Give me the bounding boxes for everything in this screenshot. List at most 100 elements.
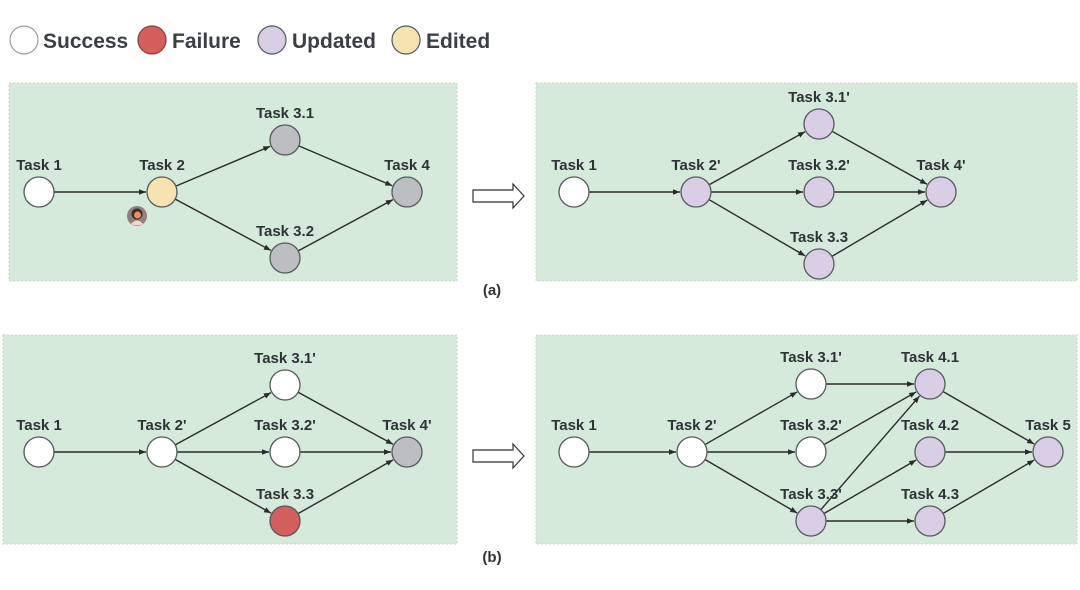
task-node-t1[interactable]: Task 1 [551,157,597,208]
task-node-t1[interactable]: Task 1 [16,417,62,468]
legend-swatch-success [9,25,39,55]
task-node-label: Task 3.3' [780,486,842,503]
task-node-circle-success[interactable] [795,436,827,468]
panel-a-after [535,82,1078,282]
task-node-t32[interactable]: Task 3.2 [256,223,314,274]
task-node-circle-updated[interactable] [1032,436,1064,468]
task-node-circle-success[interactable] [558,176,590,208]
panel-a-before [8,82,458,282]
task-node-circle-success[interactable] [676,436,708,468]
task-node-label: Task 1 [16,417,62,434]
legend-label-edited: Edited [426,30,490,53]
task-node-label: Task 1 [551,417,597,434]
task-node-t4[interactable]: Task 4' [916,157,966,208]
edge-t41-to-t5 [942,390,1035,445]
task-node-t2[interactable]: Task 2 [139,157,185,208]
edge-t33-to-t4 [831,199,928,257]
task-node-circle-updated[interactable] [914,368,946,400]
task-node-label: Task 3.3 [256,486,314,503]
task-node-label: Task 4.1 [901,349,959,366]
task-node-t42[interactable]: Task 4.2 [901,417,959,468]
task-node-t31[interactable]: Task 3.1' [780,349,842,400]
task-node-t32[interactable]: Task 3.2' [780,417,842,468]
caption-b: (b) [482,549,501,566]
task-node-circle-success[interactable] [269,369,301,401]
task-node-t2[interactable]: Task 2' [667,417,717,468]
task-node-label: Task 1 [16,157,62,174]
task-node-t1[interactable]: Task 1 [16,157,62,208]
task-node-label: Task 2' [667,417,716,434]
task-node-circle-success[interactable] [795,368,827,400]
task-node-t31[interactable]: Task 3.1' [254,350,316,401]
task-node-t31[interactable]: Task 3.1' [788,89,850,140]
task-node-label: Task 3.1' [254,350,316,367]
graph-b-after: Task 1 Task 2' Task 3.1' Task 3.2' Task 3.3'… [551,349,1071,537]
legend-swatch-failure [137,25,167,55]
transition-arrow-a-icon [472,182,525,210]
task-node-t31[interactable]: Task 3.1 [256,105,314,156]
task-node-label: Task 3.2' [788,157,850,174]
task-node-label: Task 4 [384,157,430,174]
legend: Success Failure Updated Edited [9,25,490,55]
task-node-t2[interactable]: Task 2' [137,417,187,468]
legend-swatch-edited [391,25,421,55]
edge-t2-to-t31 [704,391,798,446]
task-node-circle-edited[interactable] [146,176,178,208]
task-node-label: Task 4' [382,417,431,434]
task-node-circle-updated[interactable] [680,176,712,208]
task-node-circle-updated[interactable] [914,505,946,537]
edge-t2-to-t31 [708,131,806,186]
legend-item-success: Success [9,25,128,55]
task-node-circle-pending[interactable] [391,436,423,468]
task-node-circle-success[interactable] [23,436,55,468]
task-node-circle-pending[interactable] [269,124,301,156]
task-node-label: Task 3.2' [254,417,316,434]
task-node-t33[interactable]: Task 3.3' [780,486,842,537]
task-node-circle-updated[interactable] [803,108,835,140]
edge-t2-to-t31 [175,145,271,187]
legend-label-success: Success [43,30,128,53]
task-node-label: Task 2 [139,157,185,174]
edge-t2-to-t33 [704,458,798,514]
task-node-circle-success[interactable] [558,436,590,468]
edge-t31-to-t4 [831,130,928,185]
task-node-t33[interactable]: Task 3.3 [790,229,848,280]
task-node-t41[interactable]: Task 4.1 [901,349,959,400]
panel-b-before [2,334,458,545]
task-node-t4[interactable]: Task 4' [382,417,432,468]
task-node-circle-updated[interactable] [925,176,957,208]
task-node-t5[interactable]: Task 5 [1025,417,1071,468]
legend-item-updated: Updated [257,25,376,55]
task-node-circle-success[interactable] [23,176,55,208]
task-node-t32[interactable]: Task 3.2' [788,157,850,208]
task-node-circle-pending[interactable] [391,176,423,208]
task-node-circle-pending[interactable] [269,242,301,274]
task-node-t1[interactable]: Task 1 [551,417,597,468]
transition-arrow-b-icon [472,442,525,470]
task-node-circle-updated[interactable] [795,505,827,537]
task-node-t2[interactable]: Task 2' [671,157,721,208]
task-node-t32[interactable]: Task 3.2' [254,417,316,468]
edge-t33-to-t4 [297,459,394,515]
edge-t32-to-t4 [297,198,394,252]
edge-t31-to-t4 [298,145,393,187]
task-node-t33[interactable]: Task 3.3 [256,486,314,537]
task-node-label: Task 3.2' [780,417,842,434]
task-node-t43[interactable]: Task 4.3 [901,486,959,537]
task-node-label: Task 3.3 [790,229,848,246]
task-node-circle-updated[interactable] [803,248,835,280]
graph-b-before: Task 1 Task 2' Task 3.1' Task 3.2' Task 3.3 T… [16,350,432,537]
task-node-circle-updated[interactable] [803,176,835,208]
graph-a-after: Task 1 Task 2' Task 3.1' Task 3.2' Task 3.3 T… [551,89,966,280]
task-node-label: Task 5 [1025,417,1071,434]
task-node-circle-success[interactable] [269,436,301,468]
legend-label-updated: Updated [292,30,376,53]
task-node-circle-updated[interactable] [914,436,946,468]
task-node-label: Task 1 [551,157,597,174]
task-node-circle-success[interactable] [146,436,178,468]
task-node-t4[interactable]: Task 4 [384,157,430,208]
task-node-circle-failure[interactable] [269,505,301,537]
task-node-label: Task 3.2 [256,223,314,240]
legend-swatch-updated [257,25,287,55]
